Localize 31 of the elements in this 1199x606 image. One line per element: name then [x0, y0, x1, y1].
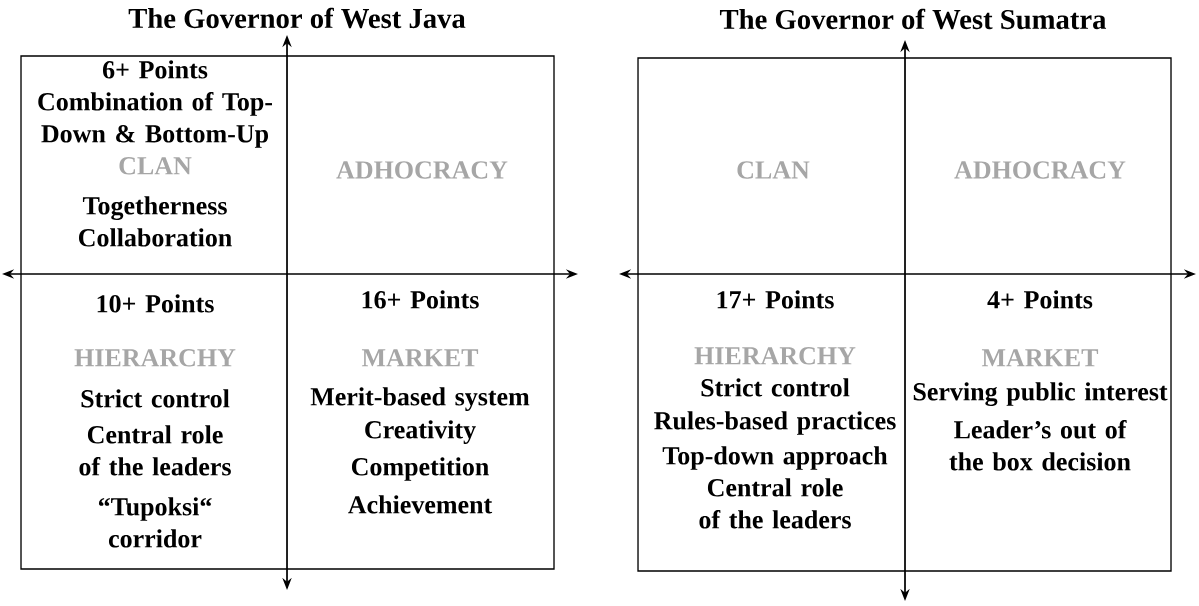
quadrant-text: Collaboration: [79, 228, 232, 247]
quadrant-text: Central role of the leaders: [79, 425, 231, 476]
quadrant-text: Leader’s out of the box decision: [949, 420, 1131, 471]
culture-label: MARKET: [361, 349, 479, 367]
culture-label: HIERARCHY: [694, 347, 856, 365]
culture-label: CLAN: [119, 157, 192, 175]
culture-label: HIERARCHY: [74, 349, 236, 367]
culture-label: ADHOCRACY: [336, 161, 508, 179]
culture-label: CLAN: [737, 161, 810, 179]
quadrant-text: Serving public interest: [913, 382, 1168, 407]
quadrant-text: 16+ Points: [362, 290, 479, 309]
quadrant-text: “Tupoksi“ corridor: [98, 497, 212, 548]
quadrant-text: Achievement: [348, 495, 493, 514]
quadrant-text: 10+ Points: [97, 294, 214, 313]
quadrant-text: Togetherness: [82, 196, 227, 221]
quadrant-text: Strict control: [701, 378, 850, 397]
quadrant-text: Creativity: [365, 420, 476, 444]
quadrant-text: Central role of the leaders: [699, 478, 851, 529]
quadrant-text: Strict control: [81, 389, 230, 408]
quadrant-text: Rules-based practices: [654, 411, 896, 435]
panel-title: The Governor of West Java: [128, 7, 466, 29]
quadrant-text: Merit-based system: [310, 387, 530, 411]
quadrant-text: Top-down approach: [662, 446, 888, 470]
quadrant-text: 4+ Points: [987, 290, 1093, 309]
panel-title: The Governor of West Sumatra: [719, 8, 1107, 30]
culture-label: MARKET: [981, 349, 1099, 367]
culture-label: ADHOCRACY: [954, 161, 1126, 179]
quadrant-text: 6+ Points: [103, 60, 208, 79]
quadrant-text: Competition: [351, 457, 489, 481]
quadrant-text: 17+ Points: [717, 290, 834, 309]
quadrant-text: Combination of Top-Down & Bottom-Up: [38, 92, 273, 148]
